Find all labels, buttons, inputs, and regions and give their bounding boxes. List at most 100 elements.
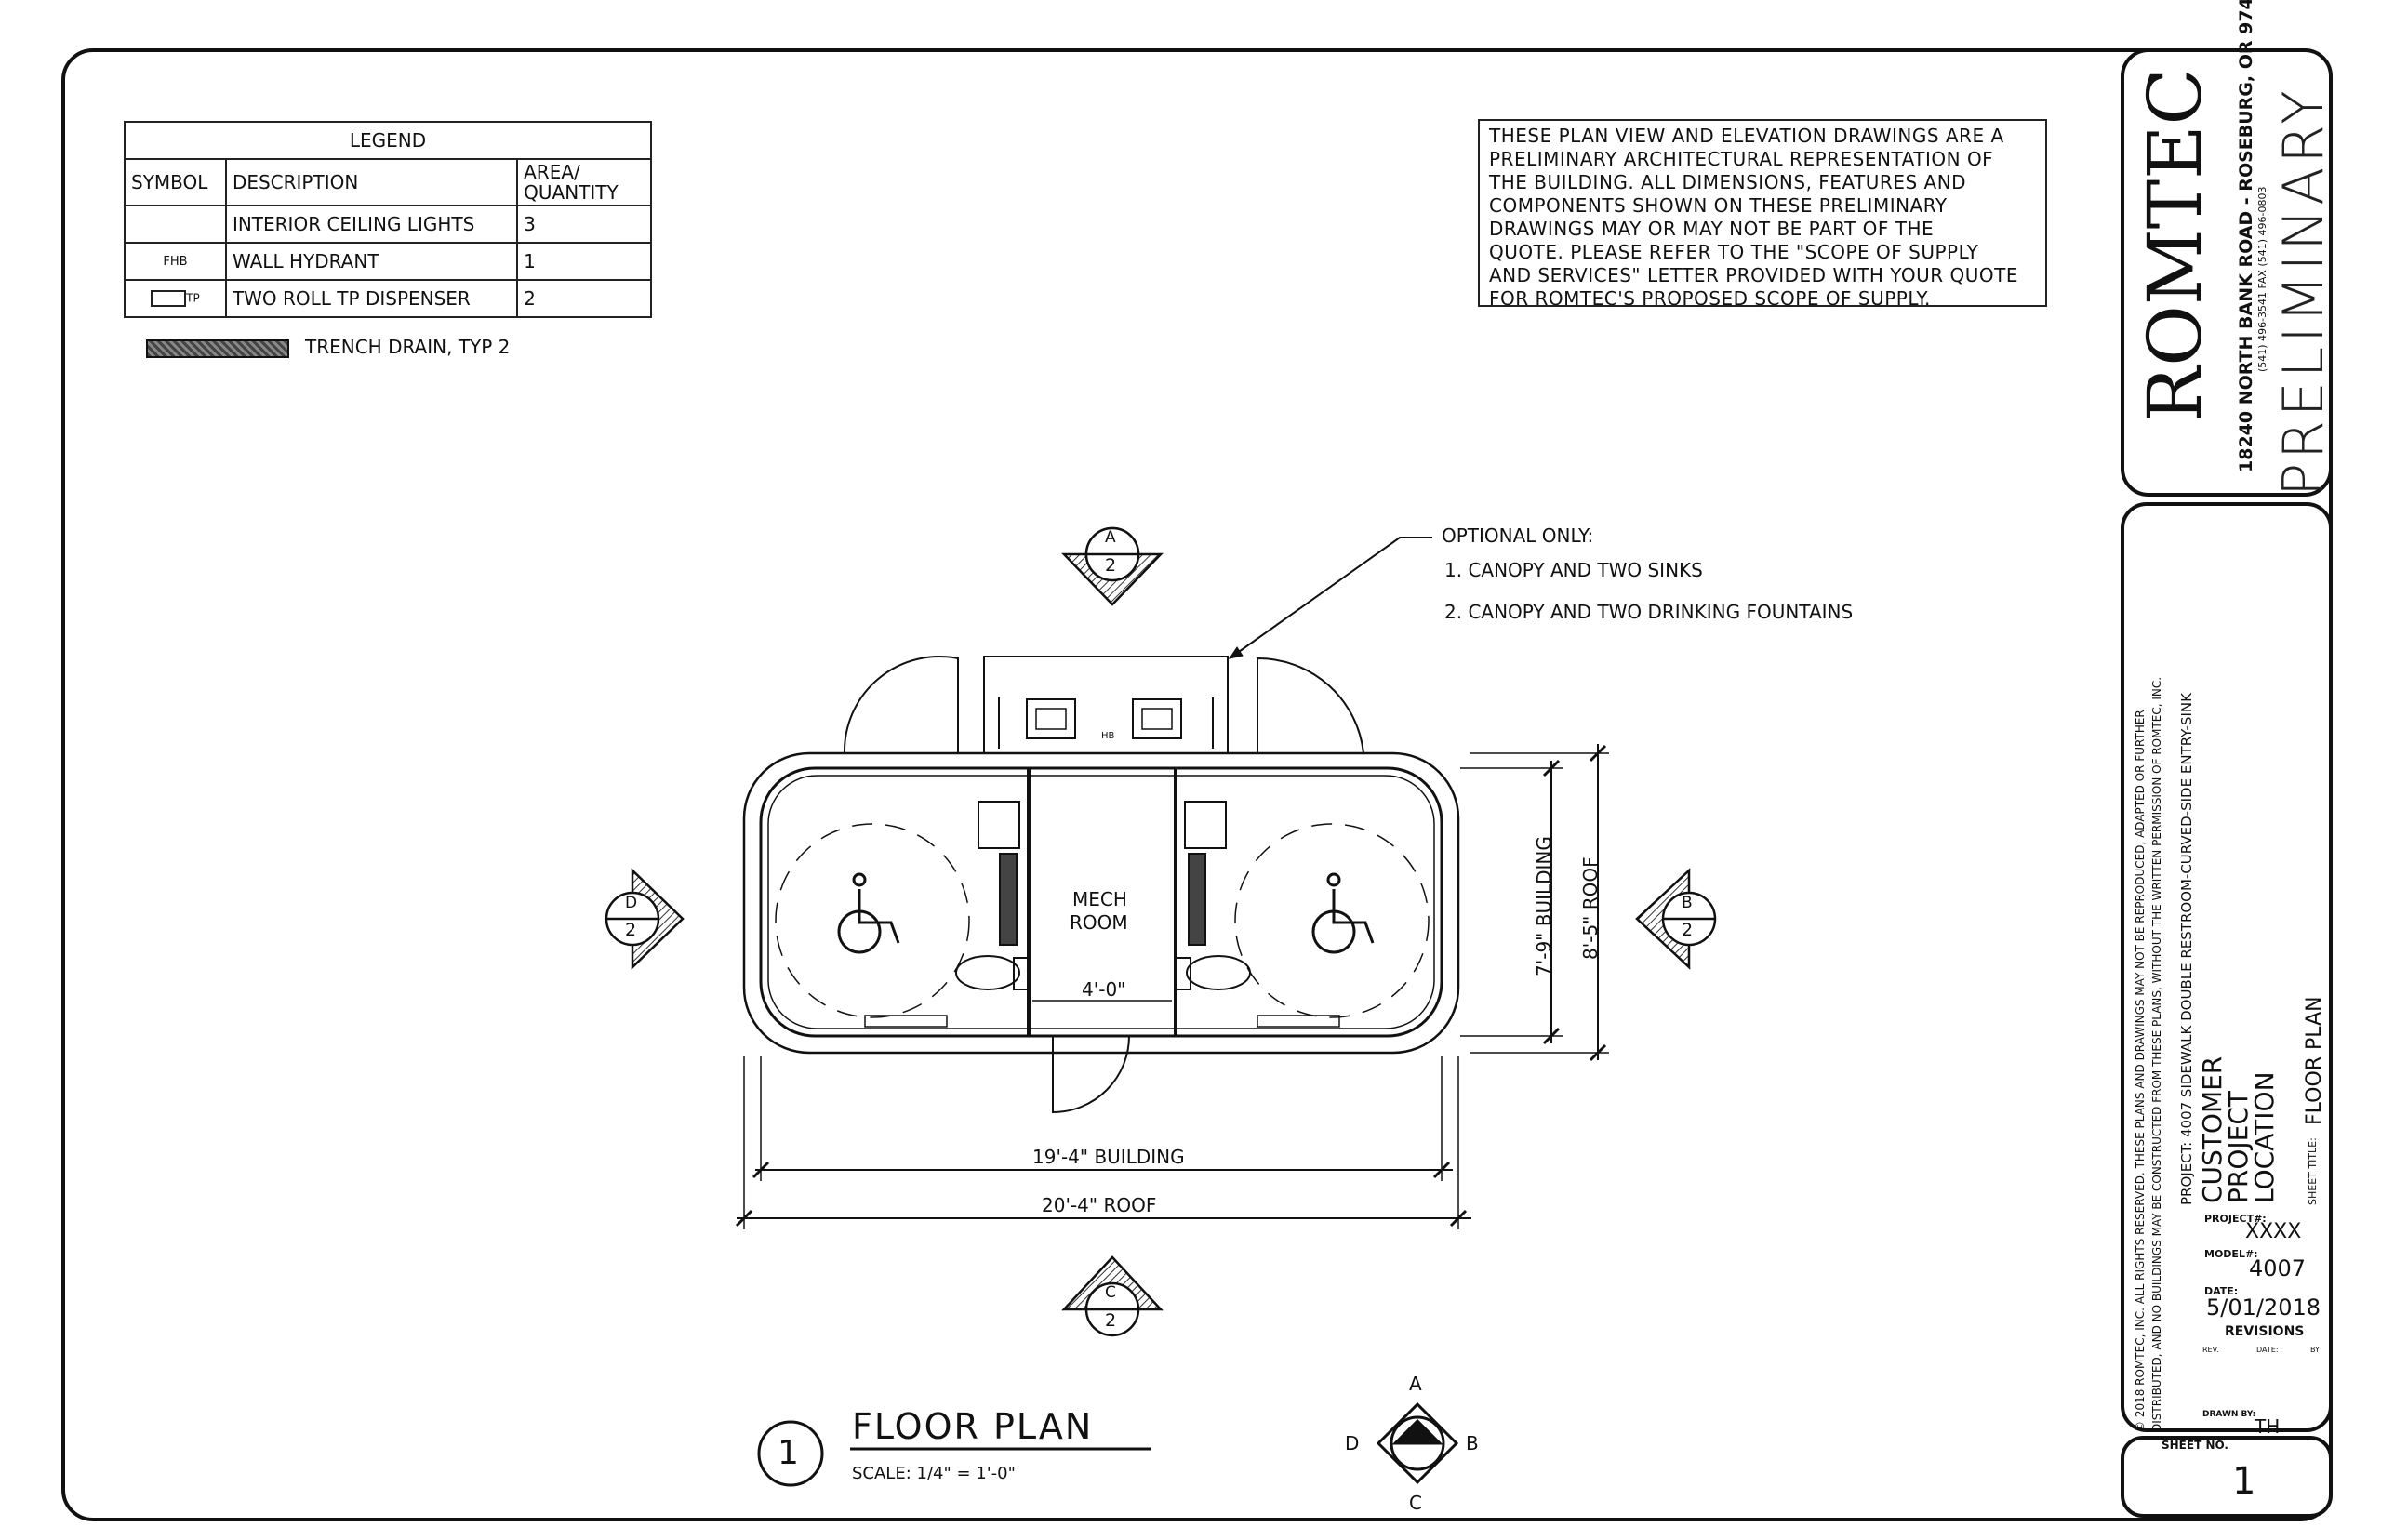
door-swing-top-left: [843, 656, 959, 754]
bench-left: [864, 1015, 948, 1028]
drawing-number-circle: [757, 1420, 824, 1487]
marker-c-letter: C: [1105, 1283, 1116, 1302]
tp-dispenser-icon: TP: [124, 279, 227, 318]
building-wall-inner: [767, 775, 1435, 1029]
copyright-line-1: © 2018 ROMTEC, INC. ALL RIGHTS RESERVED.…: [2134, 710, 2147, 1432]
drawing-number: 1: [778, 1434, 799, 1472]
notice-line: COMPONENTS SHOWN ON THESE PRELIMINARY: [1489, 194, 1948, 217]
model-no: 4007: [2249, 1255, 2307, 1281]
mech-room-label-1: MECH: [1072, 888, 1127, 910]
roof-width-label: 20'-4" ROOF: [1042, 1194, 1157, 1216]
marker-a-letter: A: [1105, 528, 1116, 547]
legend-qty-light: 3: [516, 205, 652, 244]
compass-icon: [1376, 1401, 1459, 1485]
turning-circle-right: [1234, 823, 1430, 1018]
date-label: DATE:: [2204, 1285, 2239, 1297]
notice-line: PRELIMINARY ARCHITECTURAL REPRESENTATION…: [1489, 148, 1994, 170]
company-phone: (541) 496-3541 FAX (541) 496-0803: [2256, 186, 2268, 372]
legend-qty-tp: 2: [516, 279, 652, 318]
door-swing-mech: [1052, 1035, 1130, 1114]
accessible-icon-left: [837, 872, 900, 954]
sheet-title: FLOOR PLAN: [2303, 996, 2326, 1125]
sheet-no-label: SHEET NO.: [2162, 1439, 2228, 1452]
optional-title: OPTIONAL ONLY:: [1442, 524, 1594, 547]
notice-line: DRAWINGS MAY OR MAY NOT BE PART OF THE: [1489, 218, 1935, 240]
legend-title: LEGEND: [124, 121, 652, 160]
optional-item-1: 1. CANOPY AND TWO SINKS: [1444, 559, 1703, 581]
hydrant-icon: FHB: [124, 242, 227, 281]
legend-desc-hydrant: WALL HYDRANT: [224, 242, 519, 281]
drawing-title: FLOOR PLAN: [852, 1406, 1094, 1447]
trench-drain-swatch: [146, 339, 289, 358]
leader-arrow-icon: [1228, 646, 1244, 659]
title-block-info: [2121, 502, 2333, 1432]
marker-b-letter: B: [1682, 894, 1693, 912]
project-description: PROJECT: 4007 SIDEWALK DOUBLE RESTROOM-C…: [2178, 693, 2195, 1205]
roof-depth-label: 8'-5" ROOF: [1579, 856, 1602, 960]
mech-width-label: 4'-0": [1082, 978, 1126, 1001]
legend-header-symbol: SYMBOL: [124, 158, 227, 206]
grab-bar-left: [999, 853, 1018, 946]
notice-line: THE BUILDING. ALL DIMENSIONS, FEATURES A…: [1489, 171, 1967, 193]
company-address: 18240 NORTH BANK ROAD - ROSEBURG, OR 974…: [2236, 0, 2256, 472]
copyright-line-2: DISTRIBUTED, AND NO BUILDINGS MAY BE CON…: [2150, 676, 2163, 1432]
notice-line: THESE PLAN VIEW AND ELEVATION DRAWINGS A…: [1489, 125, 2004, 147]
compass-c: C: [1409, 1492, 1422, 1514]
section-marker-a: [1061, 526, 1164, 606]
accessible-icon-right: [1311, 872, 1375, 954]
building-depth-label: 7'-9" BUILDING: [1533, 836, 1555, 976]
optional-leader-line: [1229, 537, 1432, 659]
legend-header-description: DESCRIPTION: [224, 158, 519, 206]
location-label: LOCATION: [2249, 1071, 2280, 1203]
preliminary-notice: THESE PLAN VIEW AND ELEVATION DRAWINGS A…: [1478, 119, 2047, 310]
mech-room-label-2: ROOM: [1070, 911, 1128, 934]
preliminary-stamp: PRELIMINARY: [2271, 86, 2336, 497]
drawn-by: TH: [2255, 1415, 2281, 1438]
building-width-label: 19'-4" BUILDING: [1032, 1146, 1185, 1168]
marker-b-sheet: 2: [1682, 920, 1694, 940]
mech-room: [1028, 767, 1177, 1037]
project-no-label: PROJECT#:: [2204, 1213, 2267, 1225]
drawing-scale: SCALE: 1/4" = 1'-0": [852, 1464, 1016, 1483]
compass-b: B: [1466, 1432, 1479, 1454]
marker-a-sheet: 2: [1105, 555, 1117, 576]
turning-circle-left: [775, 823, 970, 1018]
sink-left-icon: [1026, 698, 1076, 739]
section-marker-b: [1635, 868, 1717, 970]
marker-c-sheet: 2: [1105, 1310, 1117, 1331]
title-block-logo: [2121, 48, 2333, 497]
notice-line: AND SERVICES" LETTER PROVIDED WITH YOUR …: [1489, 264, 2018, 286]
notice-line: FOR ROMTEC'S PROPOSED SCOPE OF SUPPLY.: [1489, 287, 1931, 310]
section-marker-c: [1061, 1255, 1164, 1337]
project-no: XXXX: [2245, 1220, 2302, 1243]
hose-bib-label: HB: [1101, 731, 1115, 741]
optional-item-2: 2. CANOPY AND TWO DRINKING FOUNTAINS: [1444, 601, 1854, 623]
trench-drain-label: TRENCH DRAIN, TYP 2: [305, 336, 511, 358]
title-block-sheet: [2121, 1436, 2333, 1518]
mirror-right-icon: [1184, 801, 1227, 849]
mirror-left-icon: [978, 801, 1020, 849]
sheet-title-label: SHEET TITLE:: [2307, 1137, 2319, 1205]
rev-by-col: BY: [2310, 1346, 2320, 1354]
section-marker-d: [605, 868, 685, 970]
legend-qty-hydrant: 1: [516, 242, 652, 281]
marker-d-sheet: 2: [625, 920, 637, 940]
legend-table: LEGEND SYMBOL DESCRIPTION AREA/ QUANTITY…: [124, 121, 652, 318]
company-logo: ROMTEC: [2132, 68, 2218, 422]
drawn-by-label: DRAWN BY:: [2202, 1410, 2256, 1419]
toilet-left-icon: [955, 955, 1020, 990]
notice-line: QUOTE. PLEASE REFER TO THE "SCOPE OF SUP…: [1489, 241, 1979, 263]
canopy: [983, 656, 1229, 754]
compass-a: A: [1409, 1373, 1422, 1395]
legend-header-quantity: AREA/ QUANTITY: [516, 158, 652, 206]
compass-d: D: [1345, 1432, 1360, 1454]
legend-symbol-light: [124, 205, 227, 244]
legend-desc-tp: TWO ROLL TP DISPENSER: [224, 279, 519, 318]
revisions-label: REVISIONS: [2225, 1324, 2305, 1339]
model-label: MODEL#:: [2204, 1248, 2258, 1260]
rev-date-col: DATE:: [2256, 1346, 2279, 1354]
toilet-right-icon: [1186, 955, 1251, 990]
legend-desc-light: INTERIOR CEILING LIGHTS: [224, 205, 519, 244]
bench-right: [1257, 1015, 1340, 1028]
